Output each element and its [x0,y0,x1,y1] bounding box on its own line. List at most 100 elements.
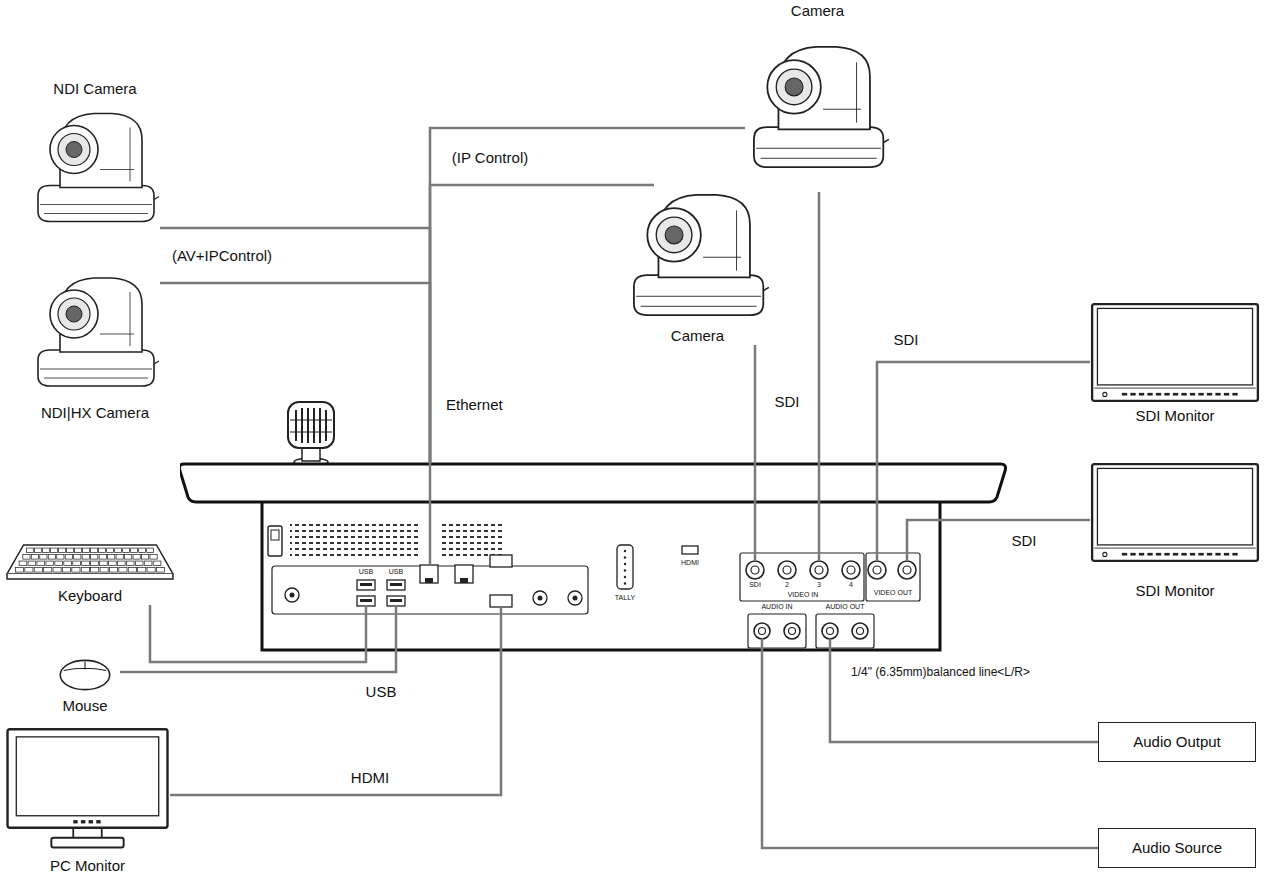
keyboard-key [65,555,72,560]
monitor-button [1232,393,1237,396]
trs-hole [827,628,834,635]
port-label: SDI [749,581,761,589]
camera-body [60,278,142,352]
keyboard-key [74,555,81,560]
keyboard-key [91,548,98,553]
lan-port [420,565,438,583]
port-label: HDMI [681,559,699,567]
port-label: 4 [849,581,853,589]
cable [170,652,501,795]
device-label: Keyboard [58,587,122,605]
port-wire [907,520,1010,561]
camera-body [60,114,142,188]
port-label: VIDEO IN [788,591,819,599]
keyboard-key [108,555,115,560]
port-frame [272,566,588,614]
monitor-button [1164,393,1169,396]
cable [877,362,1090,462]
keyboard-key [28,561,36,566]
keyboard-key [48,555,55,560]
camera-cable-nub [154,361,159,364]
lan-port [455,565,473,583]
usb-tongue [390,583,402,586]
camera-base [38,186,154,222]
joystick [288,402,334,466]
keyboard-key [141,555,148,560]
camera-base-line [636,296,761,306]
keyboard-key [64,561,72,566]
keyboard-key [59,548,66,553]
monitor-button [1156,393,1161,396]
device-label: PC Monitor [50,857,125,875]
bnc-pin [847,566,855,574]
cable [1010,519,1090,522]
keyboard-key [51,548,58,553]
device: SDI Monitor [1090,300,1260,425]
keyboard-key [19,561,27,566]
audio-out-frame [816,614,874,648]
keyboard-key [91,561,99,566]
camera-lens-glass [785,78,803,96]
cable-label: SDI [890,331,921,349]
monitor-button [1156,553,1161,556]
camera-cable-nub [763,287,769,290]
tally-pin [624,582,626,584]
camera-lens [58,134,90,166]
keyboard-key [147,568,155,573]
camera-lens-ring [647,208,701,262]
monitor-power [1103,392,1107,396]
monitor-button [1190,553,1195,556]
usb-port [387,596,405,606]
port-label: TALLY [615,594,635,602]
sdi-in-frame [740,553,864,601]
device-label: Audio Source [1132,839,1222,857]
camera-lens-ring [767,60,821,114]
port-label: USB [389,568,403,576]
camera-body-line [823,62,861,122]
monitor-button [1139,553,1144,556]
bnc-port [842,561,860,579]
monitor-bezel-line [1094,548,1256,549]
monitor-button [1130,553,1135,556]
cable [762,652,1098,848]
camera-body-line [100,128,134,182]
device: SDI Monitor [1090,445,1260,600]
camera-body [658,195,749,278]
keyboard-key [73,561,81,566]
monitor-frame [1092,304,1258,401]
usb-tongue [390,599,402,602]
trs-jack [754,623,770,639]
camera-cable-nub [154,197,159,200]
port-wire [365,606,368,652]
keyboard-key [144,561,152,566]
device-label: NDI Camera [53,80,136,98]
hdmi-port [490,595,512,607]
trs-jack [784,623,800,639]
keyboard-key [100,568,108,573]
kbd-icon [5,542,175,583]
device-label: Camera [791,2,844,20]
device: Keyboard [5,540,175,605]
pc-icon [5,727,170,853]
audio-jack [533,591,547,605]
cam-icon [745,24,890,190]
port-label: AUDIO IN [761,603,792,611]
keyboard-lip [7,574,173,579]
audio-jack-hole [538,596,543,601]
keyboard-key [109,568,117,573]
joystick-knob [288,402,334,448]
cable [430,185,654,462]
keyboard-key [82,555,89,560]
bnc-pin [873,566,881,574]
monitor-power [1103,552,1107,556]
keyboard-key [25,568,33,573]
keyboard-top [7,545,173,574]
tally-pin [624,563,626,565]
port-wire [500,607,503,652]
device: NDI Camera [30,80,160,235]
keyboard-key [119,568,127,573]
rear-panel [262,500,940,650]
console-icon [180,462,1010,652]
keyboard-key [46,561,54,566]
